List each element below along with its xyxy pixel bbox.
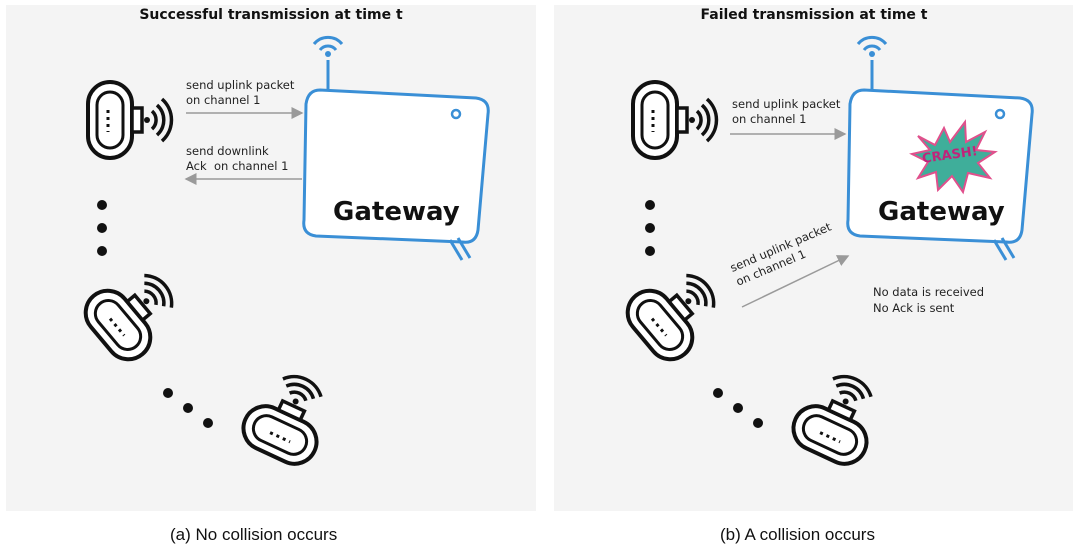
uplink-arrow-b-bottom xyxy=(741,255,850,308)
ellipsis-vertical-b xyxy=(645,200,655,256)
status-no-data: No data is received xyxy=(873,285,985,299)
device-top-a xyxy=(86,80,174,160)
ellipsis-vertical-a xyxy=(97,200,107,256)
ellipsis-diagonal-a xyxy=(163,388,213,428)
device-bottom-b xyxy=(784,361,893,473)
gateway-label-a: Gateway xyxy=(333,197,460,227)
uplink-label-b-top: send uplink packet on channel 1 xyxy=(732,97,841,126)
downlink-label-a: send downlink Ack on channel 1 xyxy=(186,144,289,173)
panel-title: Successful transmission at time t xyxy=(139,7,403,23)
caption-a: (a) No collision occurs xyxy=(170,525,338,544)
device-middle-a xyxy=(74,254,192,371)
device-middle-b xyxy=(616,254,734,371)
gateway-label-b: Gateway xyxy=(878,197,1005,227)
status-no-ack: No Ack is sent xyxy=(873,301,955,315)
panel-title: Failed transmission at time t xyxy=(700,7,928,23)
device-top-b xyxy=(631,80,719,160)
device-bottom-a xyxy=(234,361,343,473)
caption-b: (b) A collision occurs xyxy=(720,525,875,544)
crash-burst-icon xyxy=(909,119,998,195)
ellipsis-diagonal-b xyxy=(713,388,763,428)
uplink-label-a: send uplink packet on channel 1 xyxy=(186,78,295,107)
